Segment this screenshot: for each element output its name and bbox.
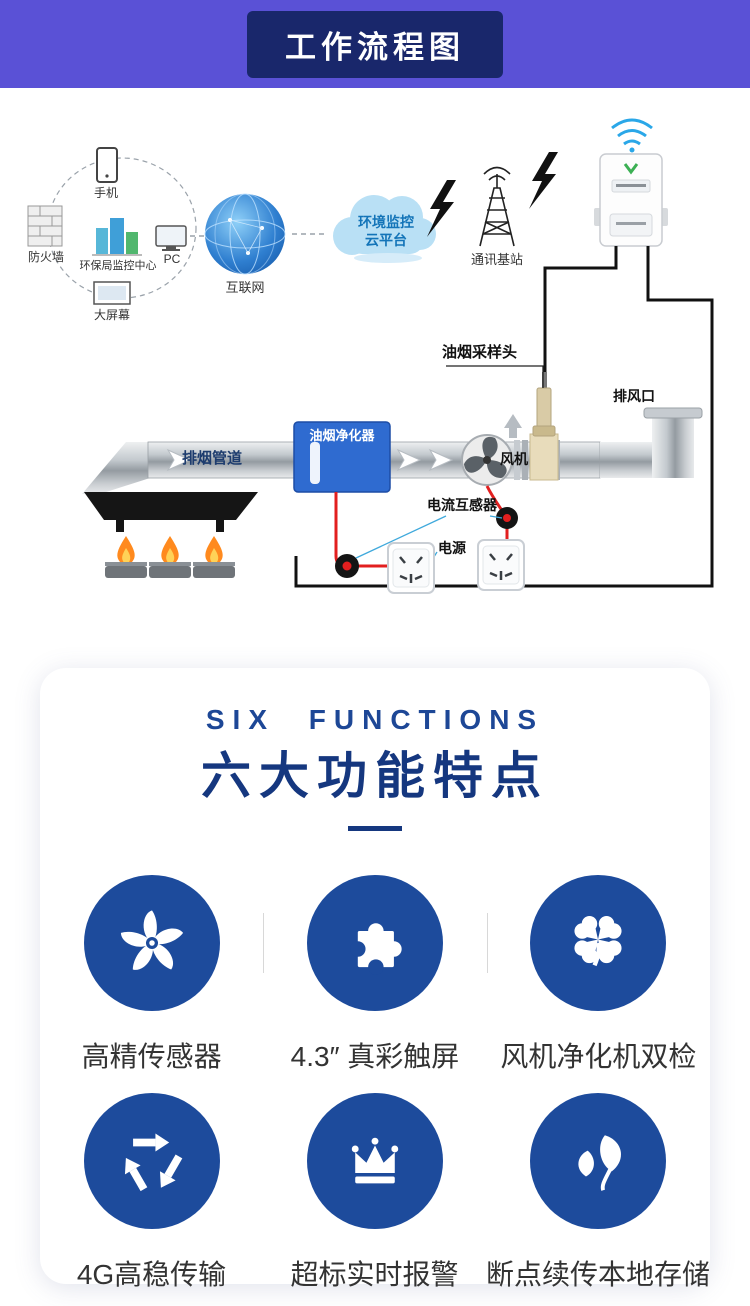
phone-icon [96, 147, 118, 183]
flow-arrows [166, 448, 454, 472]
page-title: 工作流程图 [247, 10, 503, 78]
feature-circle [83, 875, 220, 1011]
feature-item-4g: 4G高稳传输 [40, 1093, 263, 1293]
exhaust-outlet-label: 排风口 [613, 388, 655, 404]
feature-item-storage: 断点续传本地存储 [486, 1093, 710, 1293]
power-label: 电源 [438, 540, 466, 556]
lightning-icon [427, 180, 456, 237]
page-header: 工作流程图 [0, 0, 750, 88]
feature-label: 断点续传本地存储 [486, 1259, 711, 1290]
current-transformer-label: 电流互感器 [427, 497, 497, 513]
pc-label: PC [163, 252, 181, 266]
firewall-icon [27, 205, 63, 247]
feature-item-touchscreen: 4.3″ 真彩触屏 [263, 875, 486, 1075]
stoves [105, 536, 235, 578]
sampling-head-label: 油烟采样头 [442, 344, 518, 361]
feature-label: 超标实时报警 [290, 1259, 459, 1290]
epb-center-label: 环保局监控中心 [79, 260, 157, 272]
feature-circle [306, 875, 443, 1011]
features-row-1: 高精传感器 4.3″ 真彩触屏 [40, 875, 710, 1075]
feature-label: 风机净化机双检 [500, 1041, 697, 1072]
monitor-device [594, 118, 668, 247]
clover-icon [571, 912, 626, 967]
up-arrow [504, 414, 522, 438]
leaf-icon [578, 1135, 621, 1191]
feature-circle [530, 1093, 666, 1229]
lightning-icon-2 [529, 152, 558, 209]
workflow-diagram: 手机 防火墙 环保局监控中心 PC 大屏幕 互联网 环境监控 云平台 通讯基站 … [0, 88, 750, 666]
cloud-label-line1: 环境监控 [358, 214, 414, 230]
puzzle-icon [350, 923, 402, 975]
big-screen-icon [93, 281, 131, 305]
cloud-label-line2: 云平台 [365, 232, 407, 248]
base-station-label: 通讯基站 [470, 252, 524, 267]
workflow-scene [27, 118, 714, 595]
phone-label: 手机 [93, 186, 119, 200]
buildings-icon [92, 218, 142, 256]
feature-circle [306, 1093, 443, 1229]
features-subtitle: SIX FUNCTIONS [205, 704, 545, 735]
feature-label: 4.3″ 真彩触屏 [290, 1041, 460, 1072]
exhaust-outlet-duct [600, 407, 703, 478]
sampling-head-assembly [529, 372, 559, 481]
purifier-box [293, 421, 391, 493]
title-divider [348, 826, 402, 831]
smoke-duct-label: 排烟管道 [182, 450, 243, 467]
fan-label: 风机 [500, 451, 528, 467]
dashed-links [190, 233, 326, 237]
sampling-leader-line [446, 365, 544, 388]
recycle-icon [117, 1133, 187, 1194]
signal-cables [294, 246, 714, 588]
crown-icon [351, 1137, 398, 1184]
feature-label: 高精传感器 [81, 1041, 222, 1072]
kitchen-hood [84, 492, 258, 532]
wifi-icon [611, 118, 653, 153]
cloud-icon [333, 195, 436, 263]
duct-slant [82, 442, 150, 494]
current-transformer-rings [335, 507, 518, 578]
internet-globe-icon [204, 193, 286, 275]
big-screen-label: 大屏幕 [93, 308, 131, 322]
feature-label: 4G高稳传输 [76, 1259, 227, 1290]
feature-item-dualcheck: 风机净化机双检 [486, 875, 710, 1075]
features-title: 六大功能特点 [201, 748, 549, 804]
base-station-icon [479, 166, 515, 247]
firewall-label: 防火墙 [27, 250, 65, 264]
feature-circle [83, 1093, 220, 1229]
device-logo [623, 163, 639, 175]
feature-circle [530, 875, 667, 1011]
feature-item-sensor: 高精传感器 [40, 875, 263, 1075]
features-row-2: 4G高稳传输 超标实时报警 [40, 1093, 710, 1293]
fan-wheel-icon [461, 434, 513, 486]
feature-item-alarm: 超标实时报警 [263, 1093, 486, 1293]
purifier-label: 油烟净化器 [309, 428, 375, 443]
internet-label: 互联网 [225, 280, 265, 295]
fan-icon [117, 910, 185, 975]
features-card: SIX FUNCTIONS 六大功能特点 高精传感器 [40, 668, 710, 1290]
pc-icon [155, 225, 187, 251]
